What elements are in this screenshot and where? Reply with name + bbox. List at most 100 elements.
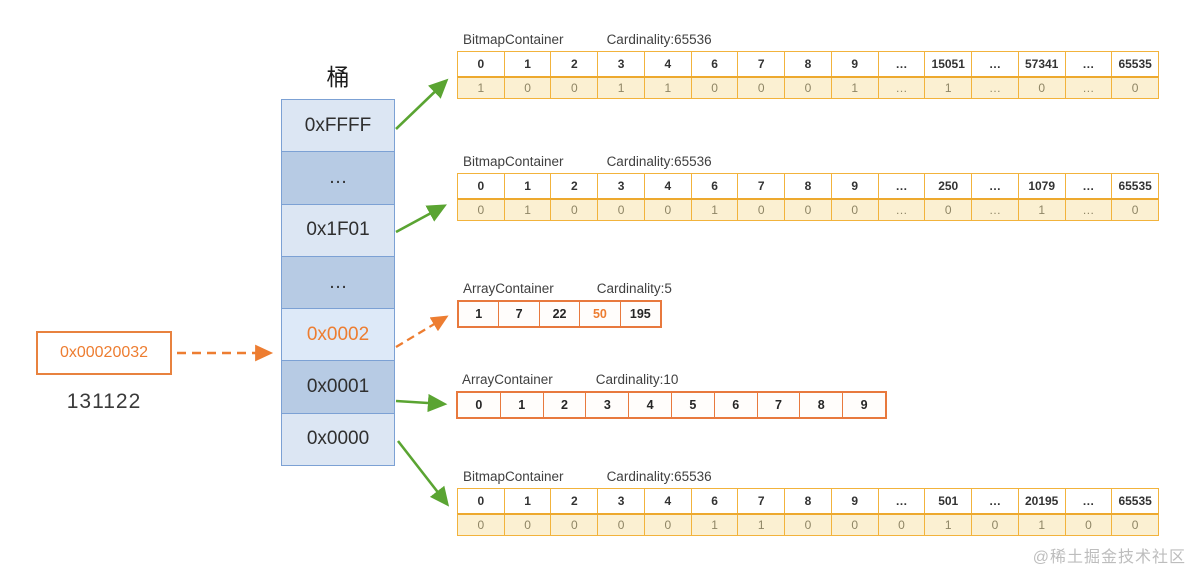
arrow-bucket-0x0002-to-array1 <box>395 315 449 348</box>
bitmap-index-cell: 2 <box>550 174 598 198</box>
arrow-bucket-0x0000-to-bitmap3 <box>396 440 450 507</box>
bitmap-bit-cell: … <box>1064 200 1112 220</box>
bitmap-bit-cell: 0 <box>784 515 831 535</box>
bitmap-bit-cell: … <box>1064 78 1112 98</box>
bitmap-bit-cell: 0 <box>830 515 878 535</box>
bitmap-index-cell: 1 <box>503 52 551 76</box>
bitmap-bit-cell: … <box>877 200 925 220</box>
bucket-cell-ellipsis: … <box>281 255 395 310</box>
bitmap-index-cell: 8 <box>784 489 831 513</box>
bitmap-bit-cell: 0 <box>737 78 785 98</box>
bitmap-bit-cell: 0 <box>877 515 925 535</box>
array-value-cell: 1 <box>459 302 499 326</box>
bitmap-bit-cell: 0 <box>1111 515 1159 535</box>
bitmap-index-cell: 65535 <box>1111 52 1159 76</box>
bitmap-index-cell: 2 <box>550 489 598 513</box>
arrow-bucket-0x0001-to-array2 <box>395 393 448 413</box>
bitmap-index-cell: 6 <box>690 489 738 513</box>
bitmap-index-cell: … <box>971 174 1018 198</box>
bitmap-bit-cell: 0 <box>458 515 504 535</box>
bitmap-bit-cell: 1 <box>830 78 878 98</box>
array-value-cell: 7 <box>498 302 539 326</box>
container-type: ArrayContainer <box>462 372 553 387</box>
bitmap-bit-cell: 1 <box>690 200 738 220</box>
array-value-cell: 1 <box>499 393 543 417</box>
bitmap-index-cell: 1 <box>503 174 551 198</box>
array-value-cell: 9 <box>842 393 885 417</box>
container-type: BitmapContainer <box>463 32 564 47</box>
bitmap-index-cell: … <box>877 489 925 513</box>
bitmap-bit-cell: 0 <box>458 200 504 220</box>
array-value-cell: 50 <box>579 302 620 326</box>
watermark-text: @稀土掘金技术社区 <box>1032 549 1186 566</box>
bitmap-index-cell: 65535 <box>1111 174 1159 198</box>
bitmap-index-cell: 4 <box>643 174 691 198</box>
bucket-cell-0x0000: 0x0000 <box>281 412 395 467</box>
bitmap-index-cell: 3 <box>597 174 644 198</box>
bitmap-bit-cell: 1 <box>1017 515 1065 535</box>
array-value-cell: 5 <box>670 393 714 417</box>
bitmap-index-cell: 3 <box>597 489 644 513</box>
bitmap-index-cell: 8 <box>784 174 831 198</box>
bitmap-bit-cell: 0 <box>737 200 785 220</box>
query-hex-value: 0x00020032 <box>59 344 149 361</box>
bitmap-bit-cell: … <box>971 78 1018 98</box>
bitmap-index-cell: … <box>877 174 925 198</box>
bitmap-bit-cell: 0 <box>690 78 738 98</box>
bitmap-index-cell: 20195 <box>1017 489 1065 513</box>
container-label: BitmapContainer Cardinality:65536 <box>463 32 1159 47</box>
arrow-bucket-0x1f01-to-bitmap2 <box>395 204 447 234</box>
array-value-cell: 2 <box>542 393 586 417</box>
bitmap-index-cell: 6 <box>690 174 738 198</box>
bitmap-index-cell: 9 <box>830 489 878 513</box>
bitmap-bit-cell: 0 <box>784 200 831 220</box>
bitmap-index-cell: 9 <box>830 174 878 198</box>
bitmap-index-cell: 6 <box>690 52 738 76</box>
bucket-cell-0x0002: 0x0002 <box>281 308 395 362</box>
bitmap-index-cell: 4 <box>643 52 691 76</box>
container-type: BitmapContainer <box>463 154 564 169</box>
bitmap-bit-cell: 1 <box>458 78 504 98</box>
bitmap-bit-cell: 0 <box>924 200 972 220</box>
query-decimal-value: 131122 <box>66 390 142 413</box>
container-label: ArrayContainer Cardinality:10 <box>462 372 887 387</box>
bitmap-bit-cell: 0 <box>597 515 644 535</box>
container-cardinality: Cardinality:10 <box>595 372 679 387</box>
bitmap-index-cell: 65535 <box>1111 489 1159 513</box>
container-cardinality: Cardinality:5 <box>596 281 672 296</box>
container-type: ArrayContainer <box>463 281 554 296</box>
bitmap-index-cell: 501 <box>924 489 972 513</box>
bitmap-bit-cell: 1 <box>924 78 972 98</box>
bitmap-index-cell: 9 <box>830 52 878 76</box>
array-value-cell: 0 <box>458 393 500 417</box>
bitmap-bit-cell: 0 <box>971 515 1018 535</box>
bitmap-index-cell: 57341 <box>1017 52 1065 76</box>
bitmap-bit-cell: 1 <box>690 515 738 535</box>
bitmap-index-cell: 7 <box>737 489 785 513</box>
bitmap-index-cell: 8 <box>784 52 831 76</box>
bitmap-bit-cell: 0 <box>503 78 551 98</box>
bitmap-bit-cell: 1 <box>924 515 972 535</box>
array-value-cell: 22 <box>538 302 580 326</box>
bitmap-index-cell: … <box>1064 489 1112 513</box>
array-value-cell: 4 <box>628 393 671 417</box>
bitmap-bit-cell: 0 <box>1111 78 1159 98</box>
bitmap-index-cell: 2 <box>550 52 598 76</box>
bitmap-index-cell: 0 <box>458 174 504 198</box>
container-cardinality: Cardinality:65536 <box>606 469 712 484</box>
container-cardinality: Cardinality:65536 <box>606 32 712 47</box>
bitmap-bit-cell: 0 <box>597 200 644 220</box>
bitmap-index-cell: 4 <box>643 489 691 513</box>
array-value-cell: 8 <box>799 393 843 417</box>
